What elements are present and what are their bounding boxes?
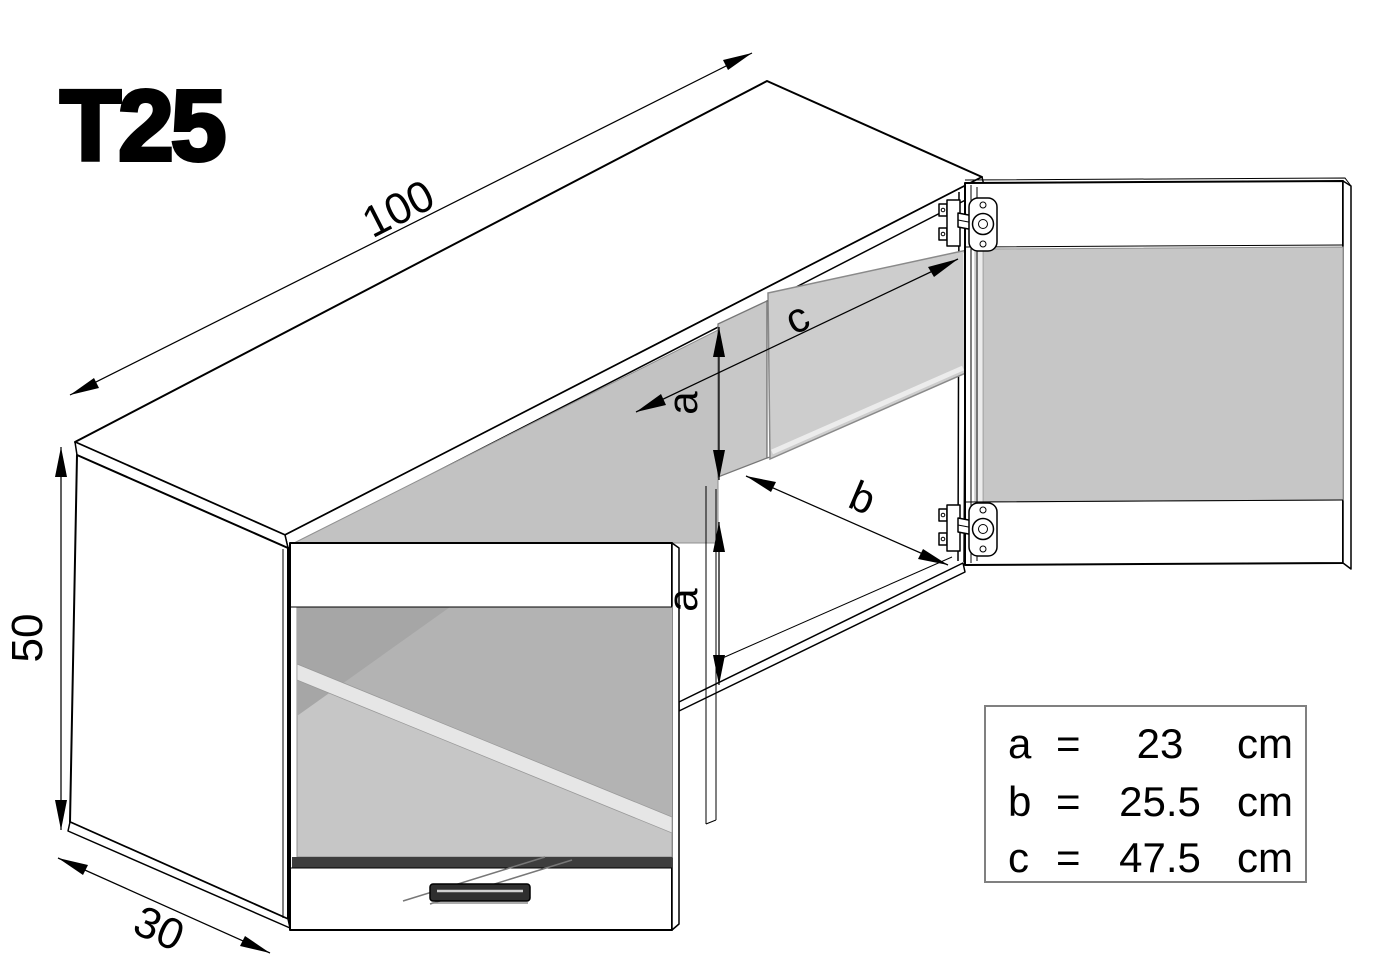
dim-width-arrow-end — [723, 53, 752, 70]
left-door-glass-back-panel — [297, 607, 672, 817]
page-title: T25 — [60, 70, 224, 182]
dim-height-arrow-bottom — [55, 800, 67, 830]
dim-depth-arrow-end — [240, 936, 270, 953]
hinge-bottom-tab-lower — [938, 532, 948, 546]
dim-c-line — [635, 258, 959, 413]
dim-a-upper-label: a — [659, 391, 706, 415]
bottom-inner-edge-line — [717, 556, 953, 661]
right-door-glass-left-band — [974, 248, 984, 503]
bottom-front-edge — [678, 562, 966, 712]
legend-table-border — [984, 705, 1307, 883]
dim-depth-label: 30 — [127, 896, 192, 961]
dimension-a-lower: a — [659, 522, 725, 685]
hinge-bottom-screw-upper — [979, 506, 987, 514]
dim-b-line — [745, 475, 949, 566]
dimension-b: b — [745, 471, 949, 566]
center-divider-face — [717, 300, 768, 478]
dim-a-lower-label: a — [659, 588, 706, 612]
right-shelf-front-highlight — [770, 365, 965, 455]
hinge-top-tab-upper — [938, 203, 948, 217]
dim-height-arrow-top — [55, 447, 67, 477]
legend-row-b-eq: = — [1056, 778, 1081, 825]
legend-row-a-key: a — [1008, 720, 1032, 767]
legend-row-a-value: 23 — [1137, 720, 1184, 767]
hinge-top-tab-lower — [938, 227, 948, 241]
dim-a-lower-arrow-bottom — [713, 655, 725, 685]
left-compartment-shelf-band — [296, 663, 673, 834]
dimension-a-upper: a — [659, 327, 725, 480]
hinge-bottom-screw-lower — [979, 545, 987, 553]
dimension-height-50: 50 — [3, 447, 67, 830]
left-door-handle — [429, 883, 531, 902]
legend-row-c-unit: cm — [1237, 834, 1293, 881]
left-door-dark-strip — [292, 857, 672, 868]
hinge-bottom-tab-screw-lower — [940, 536, 946, 542]
dim-depth-line — [57, 857, 271, 954]
right-door-rail-edges — [964, 244, 1344, 503]
hinge-bottom-cup-inner — [978, 524, 988, 534]
hinge-top-screw-lower — [979, 240, 987, 248]
cabinet-carcass — [67, 80, 986, 929]
dim-b-arrow-start — [746, 476, 776, 492]
legend-row-c-eq: = — [1056, 834, 1081, 881]
dim-a-lower-arrow-top — [713, 522, 725, 552]
legend-table: a = 23 cm b = 25.5 cm c = 47.5 cm — [984, 705, 1307, 883]
right-door-glass — [982, 246, 1344, 503]
dim-width-arrow-start — [70, 378, 99, 395]
right-glass-door-open — [964, 177, 1352, 570]
hinge-top-cup — [971, 212, 995, 236]
hinge-top-tab-screw-upper — [940, 207, 946, 213]
hinge-top-tab-screw-lower — [940, 231, 946, 237]
hinge-top-screw-upper — [979, 201, 987, 209]
legend-row-a-eq: = — [1056, 720, 1081, 767]
dim-a-upper-arrow-bottom — [713, 450, 725, 480]
dim-c-arrow-end — [928, 259, 958, 277]
dim-b-label: b — [843, 471, 883, 523]
dim-c-arrow-start — [636, 394, 666, 412]
legend-row-b-unit: cm — [1237, 778, 1293, 825]
hinge-bottom-cup — [971, 517, 995, 541]
hinge-top — [938, 197, 998, 252]
legend-row-a-unit: cm — [1237, 720, 1293, 767]
hinge-top-cup-inner — [978, 219, 988, 229]
dim-width-line — [69, 52, 753, 396]
dim-height-label: 50 — [3, 614, 52, 663]
legend-row-b-value: 25.5 — [1119, 778, 1201, 825]
hinge-bottom — [938, 502, 998, 557]
dim-a-upper-arrow-top — [713, 327, 725, 357]
legend-row-c-key: c — [1008, 834, 1029, 881]
cabinet-interior — [293, 249, 969, 825]
hinge-bottom-tab-screw-upper — [940, 512, 946, 518]
left-glass-door-closed — [289, 542, 680, 931]
right-door-top-thickness-line — [964, 177, 1352, 187]
legend-row-c-value: 47.5 — [1119, 834, 1201, 881]
right-door-right-edge-strip — [1342, 180, 1352, 570]
hinge-bottom-tab-upper — [938, 508, 948, 522]
dim-b-arrow-end — [918, 549, 948, 565]
dim-width-label: 100 — [355, 171, 443, 248]
legend-row-b-key: b — [1008, 778, 1031, 825]
dim-depth-arrow-start — [58, 858, 88, 875]
